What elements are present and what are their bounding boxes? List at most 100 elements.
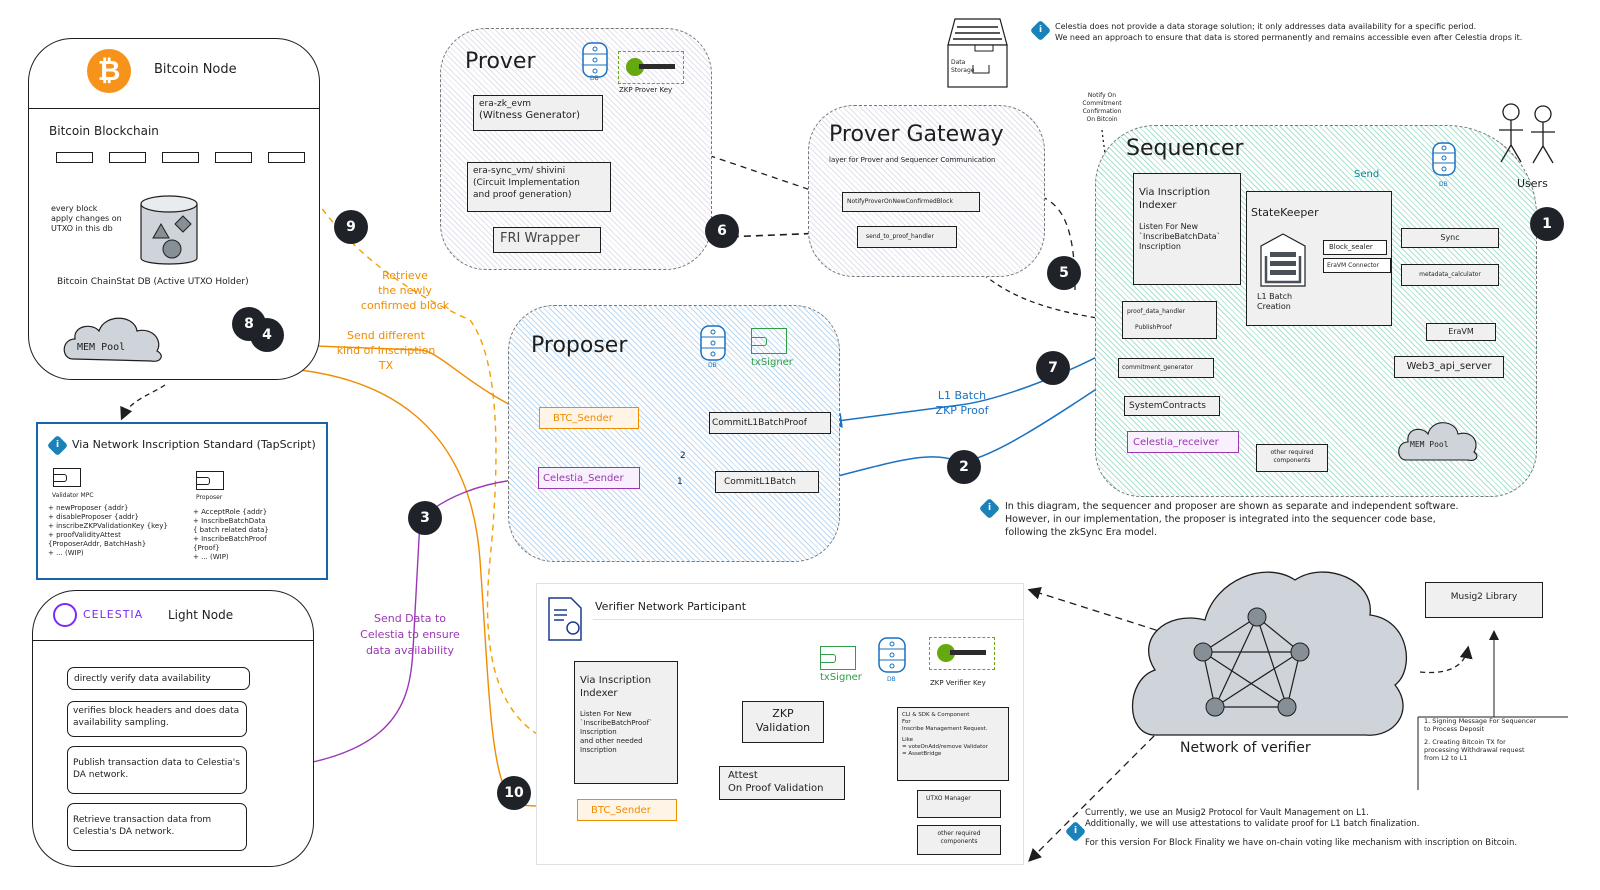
commit-batch-box: CommitL1Batch: [715, 471, 819, 493]
musig-note-line: 2. Creating Bitcoin TX for: [1424, 738, 1506, 746]
batch-creation-icon: [1257, 232, 1309, 288]
step-badge-10: 10: [497, 776, 531, 810]
network-node: [1193, 642, 1213, 662]
tx-signer-icon: [820, 646, 856, 670]
note-line: [1085, 830, 1517, 838]
commit-proof-box: CommitL1BatchProof: [709, 412, 831, 434]
other-line: components: [1273, 457, 1311, 464]
circuit-line: (Circuit Implementation: [473, 178, 580, 188]
step-1-label: 1: [677, 477, 683, 487]
db-icon: [877, 636, 907, 676]
send-inscription-label: Send different kind of Inscription TX: [326, 328, 446, 373]
indexer-desc-line: Inscription: [580, 728, 617, 736]
musig-protocol-note: Currently, we use an Musig2 Protocol for…: [1085, 808, 1517, 849]
other-line: components: [940, 838, 978, 845]
flow-line: confirmed block: [360, 299, 450, 312]
db-label: DB: [887, 676, 896, 683]
validator-item: {ProposerAddr, BatchHash}: [48, 540, 147, 548]
proposer-items: + AcceptRole {addr} + InscribeBatchData …: [193, 508, 269, 562]
flow-line: Retrieve: [382, 269, 428, 282]
cli-line: Inscribe Management Request.: [902, 726, 988, 732]
note-line: following the zkSync Era model.: [1005, 527, 1158, 538]
users-label: Users: [1517, 177, 1548, 190]
indexer-title-line: Indexer: [580, 688, 618, 699]
light-node-title: Light Node: [168, 608, 234, 622]
zkp-line: ZKP: [772, 707, 794, 720]
musig-note-line: to Process Deposit: [1424, 725, 1485, 733]
certificate-icon: [547, 596, 585, 644]
indexer-title-line: Via Inscription: [1139, 187, 1211, 198]
indexer-title-line: Via Inscription: [580, 675, 652, 686]
proposer-item: { batch related data}: [193, 526, 269, 534]
verifier-other-box: other required components: [917, 825, 1001, 855]
verifier-key-icon: [929, 637, 995, 670]
publish-proof-label: PublishProof: [1135, 324, 1172, 331]
indexer-desc-line: `InscribeBatchProof`: [580, 719, 653, 727]
cli-line: Like: [902, 737, 913, 743]
verifier-panel: Verifier Network Participant Via Inscrip…: [536, 583, 1024, 865]
blockchain-blocks: [56, 152, 306, 163]
cli-sdk-box: CLI & SDK & Component For Inscribe Manag…: [897, 707, 1009, 781]
batch-label-line: Creation: [1257, 302, 1291, 311]
notify-prover-box: NotifyProverOnNewConfirmedBlock: [842, 192, 980, 212]
network-node: [1205, 697, 1225, 717]
utxo-note-line: every block: [51, 204, 98, 213]
spacer: [580, 700, 672, 710]
indexer-desc-line: Inscription: [580, 746, 617, 754]
cli-line: = AssetBridge: [902, 751, 942, 757]
note-line: For this version For Block Finality we h…: [1085, 838, 1518, 848]
prover-gateway-subtitle: layer for Prover and Sequencer Communica…: [829, 156, 996, 164]
prover-group: Prover DB ZKP Prover Key era-zk_evm (Wit…: [440, 28, 712, 270]
flow-line: Send different: [347, 329, 425, 342]
network-node: [1290, 642, 1310, 662]
indexer-desc-line: and other needed: [580, 737, 643, 745]
verifier-btc-sender-box: BTC_Sender: [577, 799, 677, 821]
info-icon: i: [1064, 820, 1087, 843]
proposer-item: {Proof}: [193, 544, 220, 552]
validator-key-icon: [53, 468, 81, 487]
step-badge-6: 6: [705, 214, 739, 248]
note-line: We need an approach to ensure that data …: [1055, 33, 1523, 42]
statekeeper-box: StateKeeper L1 Batch Creation Block_seal…: [1246, 191, 1392, 326]
batch-creation-label: L1 Batch Creation: [1257, 292, 1292, 312]
validator-item: + disableProposer {addr}: [48, 513, 139, 521]
block-1: [56, 152, 93, 163]
bitcoin-node-title: Bitcoin Node: [154, 62, 237, 77]
celestia-logo-icon: [53, 603, 77, 627]
prover-key-icon: [618, 51, 684, 84]
indexer-desc-line: Inscription: [1139, 242, 1181, 251]
flow-line: Celestia to ensure: [360, 628, 460, 641]
verifier-indexer-box: Via Inscription Indexer Listen For New `…: [574, 661, 678, 784]
sequencer-mempool-cloud: MEM Pool: [1396, 416, 1481, 464]
musig-note: 1. Signing Message For Sequencer to Proc…: [1420, 717, 1578, 762]
data-storage-icon: Data Storage: [945, 15, 1010, 90]
validator-item: + inscribeZKPValidationKey {key}: [48, 522, 168, 530]
indexer-desc-line: `InscribeBatchData`: [1139, 232, 1221, 241]
celestia-item: Retrieve transaction data from Celestia'…: [67, 803, 247, 851]
retrieve-block-label: Retrieve the newly confirmed block: [355, 268, 455, 313]
btc-sender-box: BTC_Sender: [539, 407, 639, 429]
notify-commitment-note: Notify On Commitment Confirmation On Bit…: [1072, 92, 1132, 124]
step-badge-3: 3: [408, 501, 442, 535]
musig2-library-box: Musig2 Library: [1425, 582, 1543, 618]
users-icon: [1493, 100, 1563, 175]
step-badge-1: 1: [1530, 207, 1564, 241]
step-badge-9: 9: [334, 210, 368, 244]
utxo-note-line: apply changes on: [51, 214, 122, 223]
attest-box: Attest On Proof Validation: [719, 766, 845, 800]
storage-label-line: Storage: [951, 67, 975, 74]
celestia-item: directly verify data availability: [67, 667, 250, 690]
attest-line: Attest: [728, 770, 758, 781]
note-line: Celestia does not provide a data storage…: [1055, 22, 1477, 31]
note-line: Currently, we use an Musig2 Protocol for…: [1085, 808, 1369, 818]
info-icon: i: [978, 497, 1001, 520]
note-line: In this diagram, the sequencer and propo…: [1005, 501, 1459, 512]
other-components-box: other required components: [1256, 444, 1328, 472]
witness-generator-box: era-zk_evm (Witness Generator): [473, 95, 603, 131]
separate-software-note: In this diagram, the sequencer and propo…: [1005, 500, 1459, 539]
witness-line: (Witness Generator): [479, 110, 581, 121]
proposer-item: + ... (WIP): [193, 553, 229, 561]
cli-line: CLI & SDK & Component: [902, 712, 970, 718]
flow-line: L1 Batch: [937, 389, 987, 402]
indexer-desc-line: Listen For New: [1139, 222, 1199, 231]
